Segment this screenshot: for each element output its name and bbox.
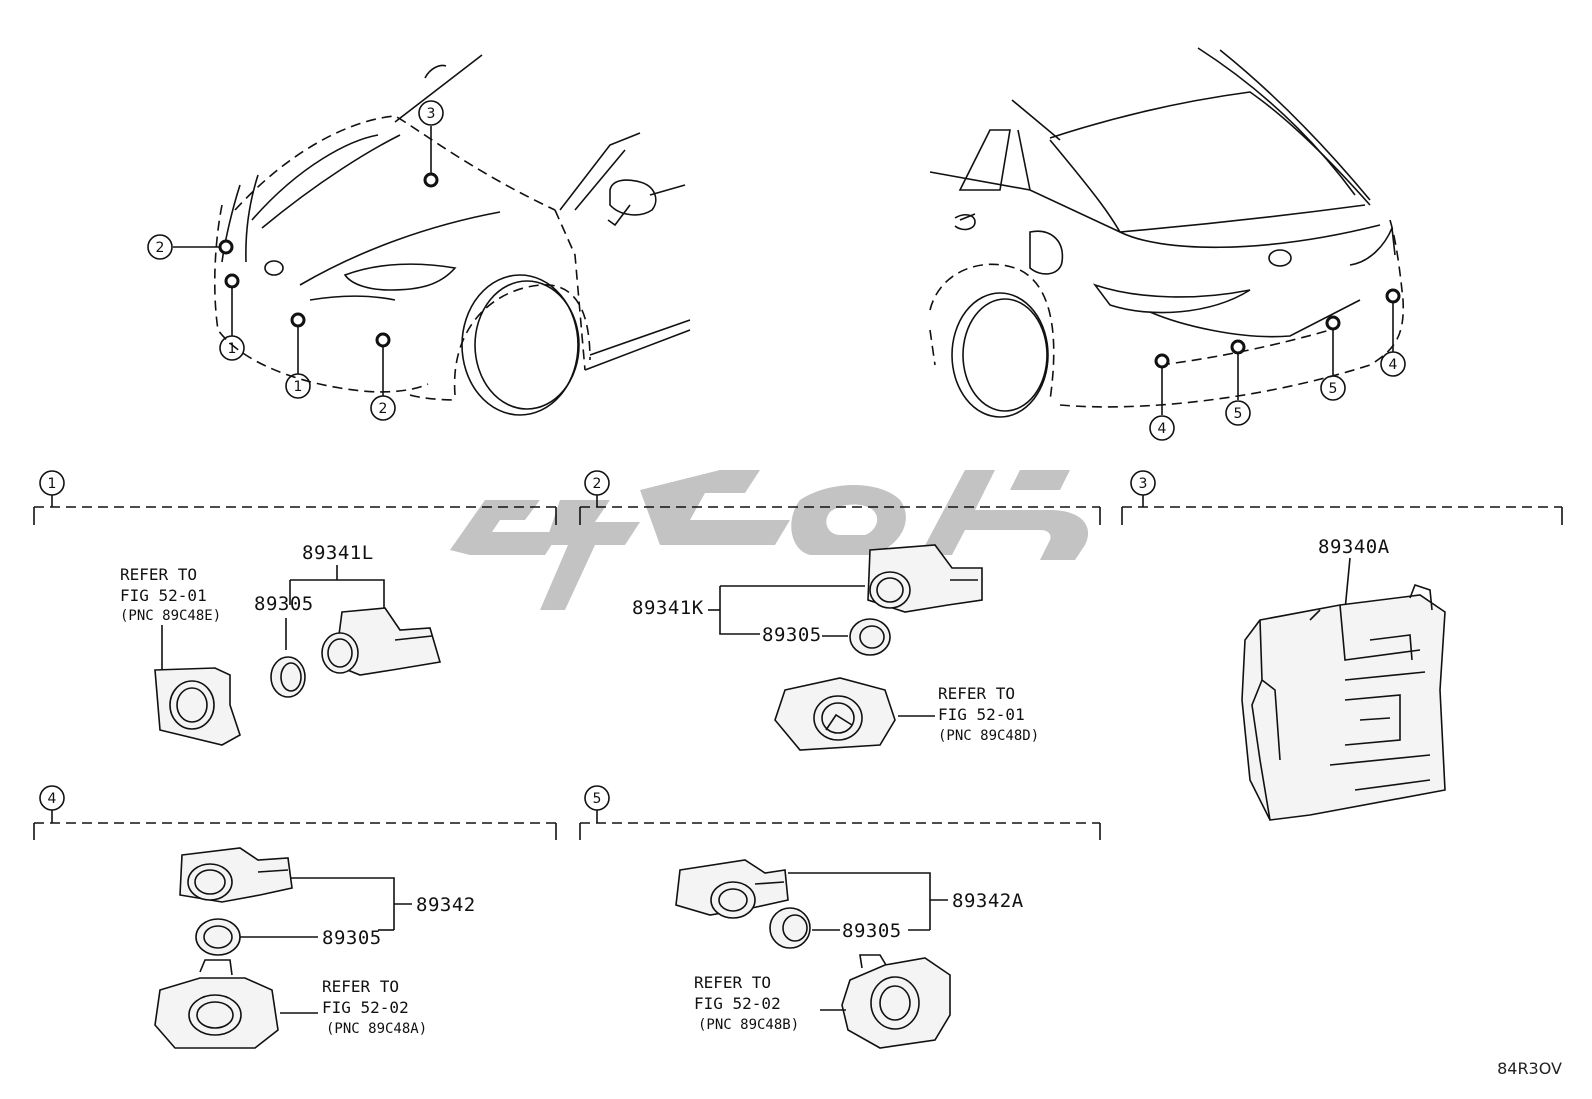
refer-to-s4: REFER TO: [322, 977, 399, 996]
part-number-89342: 89342: [416, 894, 476, 916]
rear-sensor-locations: [1154, 288, 1401, 415]
sensor-89342A-drawing: [675, 859, 789, 919]
ring-89305-s5-drawing: [769, 907, 811, 949]
bezel-s5-drawing: [841, 954, 951, 1049]
bezel-s2-drawing: [774, 677, 896, 751]
front-callout-2b: 2: [379, 401, 388, 417]
bezel-s1-drawing: [154, 667, 241, 746]
section-4: 89342 89305 REFER TO FIG 52-02 (PNC 89C4…: [154, 847, 476, 1049]
section-numbers: 1 2 3 4 5: [39, 470, 1156, 811]
sensor-location-1-corner: [224, 273, 240, 289]
part-number-89342A: 89342A: [952, 890, 1024, 912]
bezel-s4-drawing: [154, 959, 279, 1049]
rear-car-illustration: [929, 47, 1405, 418]
refer-pnc-s1: (PNC 89C48E): [120, 608, 221, 624]
section-number-2: 2: [593, 476, 602, 492]
front-callout-1a: 1: [228, 341, 237, 357]
front-sensor-locations: [173, 126, 439, 396]
part-number-89305-s5: 89305: [842, 920, 902, 942]
refer-to-s1: REFER TO: [120, 565, 197, 584]
ecu-89340A-drawing: [1241, 583, 1446, 821]
sensor-location-4-side: [1385, 288, 1401, 304]
front-callout-2a: 2: [156, 240, 165, 256]
sensor-89342-drawing: [179, 847, 293, 903]
sensor-location-2-center: [375, 332, 391, 348]
part-number-89341K: 89341K: [632, 597, 704, 619]
rear-callout-4a: 4: [1158, 421, 1167, 437]
refer-pnc-s4: (PNC 89C48A): [326, 1021, 427, 1037]
refer-pnc-s5: (PNC 89C48B): [698, 1017, 799, 1033]
watermark-logo: [450, 470, 1089, 610]
section-3: 89340A: [1241, 536, 1446, 821]
refer-fig-s1: FIG 52-01: [120, 586, 207, 605]
part-number-89305-s4: 89305: [322, 927, 382, 949]
drawing-code: 84R3OV: [1497, 1059, 1562, 1078]
section-number-1: 1: [48, 476, 57, 492]
refer-to-s2: REFER TO: [938, 684, 1015, 703]
sensor-location-3: [423, 172, 439, 188]
front-callout-1b: 1: [294, 379, 303, 395]
sensor-89341K-drawing: [867, 544, 983, 613]
section-number-3: 3: [1139, 476, 1148, 492]
sensor-location-4-corner: [1154, 353, 1170, 369]
refer-fig-s4: FIG 52-02: [322, 998, 409, 1017]
ring-89305-s2-drawing: [849, 618, 891, 656]
section-1: 89341L 89305 REFER TO FIG 52-01 (PNC 89C…: [120, 542, 442, 746]
sensor-location-5-right: [1325, 315, 1341, 331]
part-number-89341L: 89341L: [302, 542, 374, 564]
ring-89305-s1-drawing: [270, 656, 306, 698]
part-number-89305-s2: 89305: [762, 624, 822, 646]
rear-callouts: 4 4 5 5: [1149, 351, 1406, 441]
front-car-illustration: [214, 54, 691, 416]
sensor-location-5-left: [1230, 339, 1246, 355]
section-number-5: 5: [593, 791, 602, 807]
rear-callout-5b: 5: [1329, 381, 1338, 397]
section-brackets: [33, 495, 1563, 840]
front-callouts: 1 1 2 2 3: [147, 100, 444, 421]
refer-fig-s2: FIG 52-01: [938, 705, 1025, 724]
front-callout-3: 3: [427, 106, 436, 122]
rear-callout-5a: 5: [1234, 406, 1243, 422]
section-number-4: 4: [48, 791, 57, 807]
sensor-location-1-center: [290, 312, 306, 328]
part-number-89305-s1: 89305: [254, 593, 314, 615]
sensor-89341L-drawing: [321, 607, 442, 676]
sensor-location-2-side: [218, 239, 234, 255]
rear-callout-4b: 4: [1389, 357, 1398, 373]
section-2: 89341K 89305 REFER TO FIG 52-01 (PNC 89C…: [632, 544, 1039, 751]
refer-fig-s5: FIG 52-02: [694, 994, 781, 1013]
section-5: 89342A 89305 REFER TO FIG 52-02 (PNC 89C…: [675, 859, 1024, 1049]
refer-pnc-s2: (PNC 89C48D): [938, 728, 1039, 744]
part-number-89340A: 89340A: [1318, 536, 1390, 558]
refer-to-s5: REFER TO: [694, 973, 771, 992]
ring-89305-s4-drawing: [195, 918, 241, 956]
